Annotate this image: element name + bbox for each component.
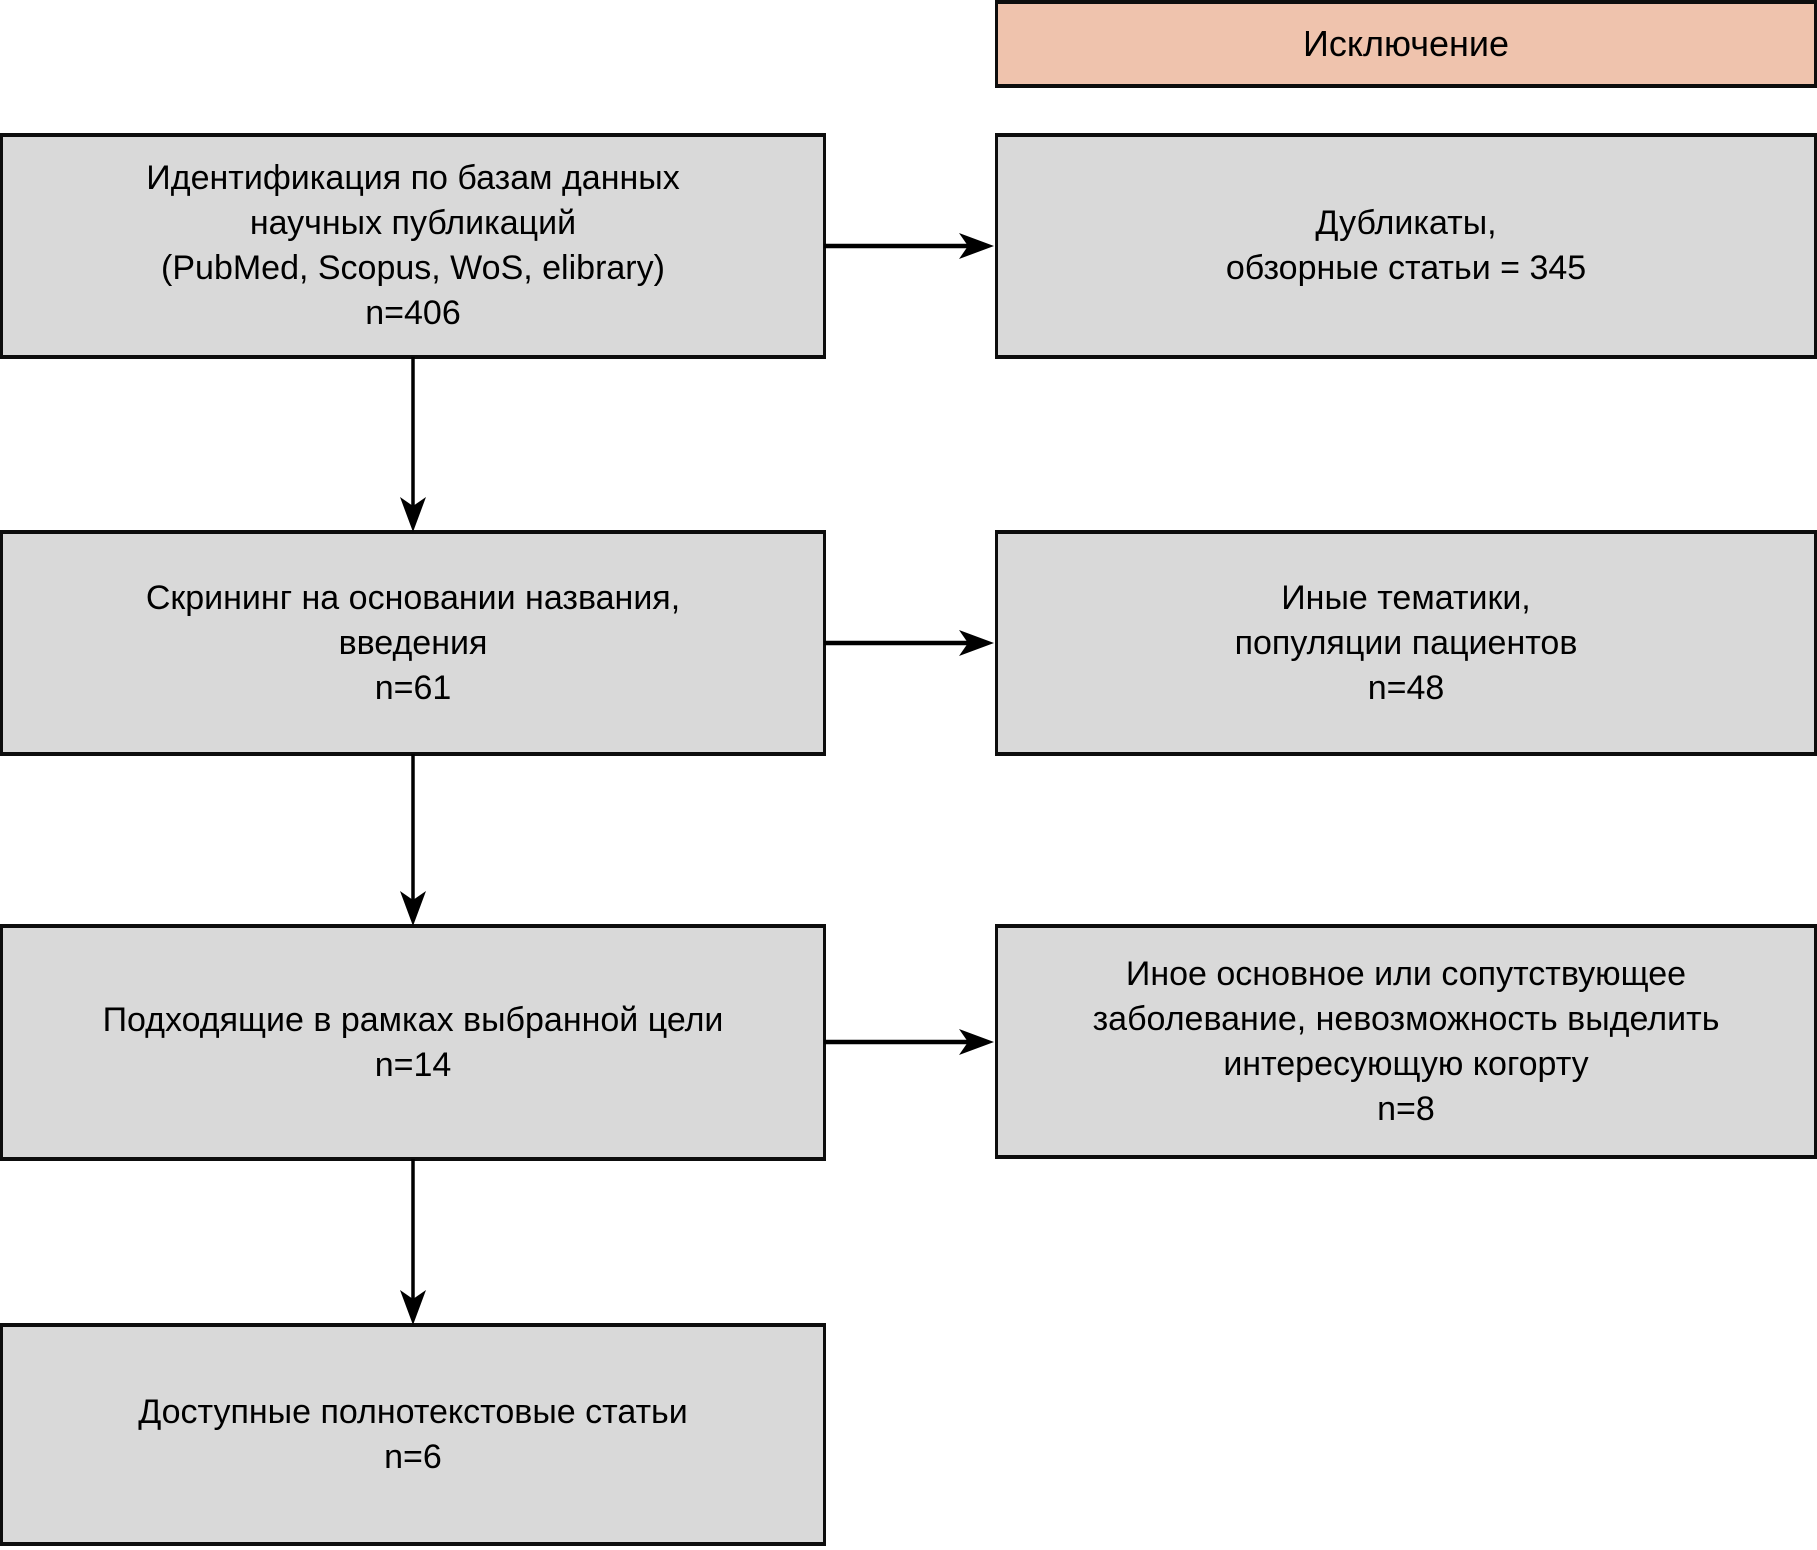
- flow-step-screening-text: Скрининг на основании названия, введения…: [145, 578, 681, 707]
- arrow-right-screening-to-topics: [824, 630, 994, 656]
- arrow-down-eligible-to-fulltext: [400, 1159, 426, 1325]
- arrow-right-eligible-to-disease: [824, 1029, 994, 1055]
- flow-step-eligible: Подходящие в рамках выбранной цели n=14: [0, 924, 826, 1161]
- exclusion-box-duplicates-text: Дубликаты, обзорные статьи = 345: [1225, 204, 1587, 287]
- exclusion-box-disease-text: Иное основное или сопутствующее заболева…: [1092, 954, 1720, 1128]
- flow-step-identification-text: Идентификация по базам данных научных пу…: [146, 159, 680, 332]
- exclusion-box-duplicates: Дубликаты, обзорные статьи = 345: [995, 133, 1817, 359]
- flow-step-fulltext: Доступные полнотекстовые статьи n=6: [0, 1323, 826, 1546]
- exclusion-header-label: Исключение: [1302, 23, 1510, 64]
- flow-step-eligible-text: Подходящие в рамках выбранной цели n=14: [102, 1000, 724, 1084]
- exclusion-header: Исключение: [995, 0, 1817, 88]
- exclusion-box-topics: Иные тематики, популяции пациентов n=48: [995, 530, 1817, 756]
- flow-step-identification: Идентификация по базам данных научных пу…: [0, 133, 826, 359]
- exclusion-box-disease: Иное основное или сопутствующее заболева…: [995, 924, 1817, 1159]
- flow-step-screening: Скрининг на основании названия, введения…: [0, 530, 826, 756]
- arrow-right-identification-to-duplicates: [824, 233, 994, 259]
- arrow-down-screening-to-eligible: [400, 754, 426, 926]
- arrow-down-identification-to-screening: [400, 357, 426, 532]
- flow-step-fulltext-text: Доступные полнотекстовые статьи n=6: [138, 1392, 688, 1476]
- exclusion-box-topics-text: Иные тематики, популяции пациентов n=48: [1234, 578, 1578, 707]
